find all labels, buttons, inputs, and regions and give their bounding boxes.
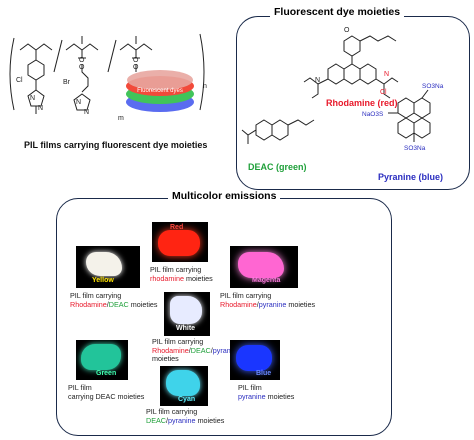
label-green: Green — [96, 370, 117, 377]
label-white: White — [176, 325, 196, 332]
oxygen-label-1: O — [79, 57, 85, 64]
dye-moieties-title: Fluorescent dye moieties — [270, 6, 405, 18]
polymer-structure: Cl Br n m O O O O N N N N Fluorescent dy… — [9, 33, 207, 122]
dye-structures: N Cl N O SO3Na NaO3S SO3Na — [241, 27, 444, 152]
caption-green-line1: PIL film — [68, 383, 92, 392]
caption-red-line1: PIL film carrying — [150, 265, 202, 274]
rhodamine-n-left: N — [315, 77, 320, 84]
so3na-top: SO3Na — [422, 83, 444, 90]
caption-green: PIL film carrying DEAC moieties — [68, 383, 145, 401]
photo-green: Green — [76, 340, 128, 380]
nitrogen-label-2: N — [38, 105, 43, 112]
fluorescent-dyes-label: Fluorescent dyes — [137, 88, 183, 94]
caption-white-rhodamine: Rhodamine — [152, 345, 189, 355]
photo-blue: Blue — [230, 340, 280, 380]
rhodamine-label: Rhodamine (red) — [326, 98, 398, 108]
deac-label: DEAC (green) — [248, 162, 307, 172]
caption-yellow-moieties: moieties — [130, 299, 158, 309]
subscript-m: m — [118, 115, 124, 122]
caption-white-line1: PIL film carrying — [152, 337, 204, 346]
label-red: Red — [170, 224, 184, 231]
photo-cyan: Cyan — [160, 366, 208, 406]
pil-films-caption: PIL films carrying fluorescent dye moiet… — [24, 140, 208, 150]
emissions-title: Multicolor emissions — [168, 190, 281, 202]
caption-magenta-slash: / — [256, 299, 259, 309]
caption-white: PIL film carrying Rhodamine/DEAC/pyranin… — [152, 337, 241, 364]
caption-yellow-deac: DEAC — [108, 299, 129, 309]
caption-blue: PIL film PIL film carrying pyranine moie… — [238, 383, 295, 401]
caption-cyan-moieties: moieties — [197, 415, 225, 425]
film-blue — [236, 345, 272, 371]
caption-red-moieties: moieties — [185, 273, 213, 283]
film-green — [81, 344, 121, 370]
label-yellow: Yellow — [92, 277, 114, 284]
photo-magenta: Magenta — [230, 246, 298, 288]
subscript-n: n — [203, 83, 207, 90]
caption-yellow-rhodamine: Rhodamine — [70, 299, 107, 309]
nitrogen-label-3: N — [76, 99, 81, 106]
caption-cyan-pyranine: pyranine — [167, 415, 196, 425]
so3na-left: NaO3S — [362, 111, 384, 118]
caption-blue-line1: PIL film — [238, 383, 262, 392]
fluorescent-dye-disks — [126, 70, 194, 112]
caption-cyan: PIL film carrying DEAC/pyranine moieties — [146, 407, 225, 425]
caption-magenta-moieties: moieties — [288, 299, 316, 309]
caption-white-deac: DEAC — [190, 345, 211, 355]
caption-green-carrying: carrying DEAC moieties — [68, 391, 145, 401]
oxygen-label-4: O — [133, 64, 139, 71]
caption-red-rhodamine: rhodamine — [150, 273, 184, 283]
caption-magenta-line1: PIL film carrying — [220, 291, 272, 300]
caption-magenta-pyranine: pyranine — [258, 299, 287, 309]
caption-cyan-slash: / — [165, 415, 168, 425]
caption-cyan-line1: PIL film carrying — [146, 407, 198, 416]
label-blue: Blue — [256, 370, 272, 377]
rhodamine-n-plus: N — [384, 71, 389, 78]
chloride-label: Cl — [16, 77, 23, 84]
caption-blue-moieties: moieties — [267, 391, 295, 401]
caption-yellow-slash: / — [106, 299, 109, 309]
nitrogen-label-1: N — [30, 95, 35, 102]
oxygen-label-3: O — [133, 57, 139, 64]
label-magenta: Magenta — [252, 277, 281, 284]
caption-white-slash-1: / — [188, 345, 191, 355]
pyranine-label: Pyranine (blue) — [378, 172, 444, 182]
caption-cyan-deac: DEAC — [146, 415, 166, 425]
photo-white: White — [164, 292, 210, 336]
bromide-label: Br — [63, 79, 71, 86]
so3na-bottom: SO3Na — [404, 145, 426, 152]
oxygen-label-2: O — [79, 64, 85, 71]
caption-white-slash-2: / — [210, 345, 213, 355]
rhodamine-cl-label: Cl — [380, 89, 387, 96]
film-white — [170, 296, 202, 324]
photo-red: Red — [152, 222, 208, 262]
nitrogen-label-4: N — [84, 109, 89, 116]
caption-red: PIL film carrying rhodamine moieties — [150, 265, 213, 283]
caption-blue-pyranine: pyranine — [238, 391, 266, 401]
caption-yellow: PIL film carrying Rhodamine/DEAC moietie… — [70, 291, 158, 309]
caption-white-pyranine: pyranine — [212, 345, 241, 355]
caption-white-moieties: moieties — [152, 354, 179, 364]
film-red — [158, 230, 200, 256]
label-cyan: Cyan — [178, 396, 196, 403]
film-cyan — [166, 370, 200, 396]
film-magenta — [238, 252, 284, 278]
film-yellow — [86, 252, 122, 276]
caption-yellow-line1: PIL film carrying — [70, 291, 122, 300]
photo-yellow: Yellow — [76, 246, 140, 288]
caption-magenta: PIL film carrying Rhodamine/pyranine moi… — [220, 291, 316, 309]
rhodamine-o-label: O — [344, 27, 350, 34]
caption-magenta-rhodamine: Rhodamine — [220, 299, 257, 309]
